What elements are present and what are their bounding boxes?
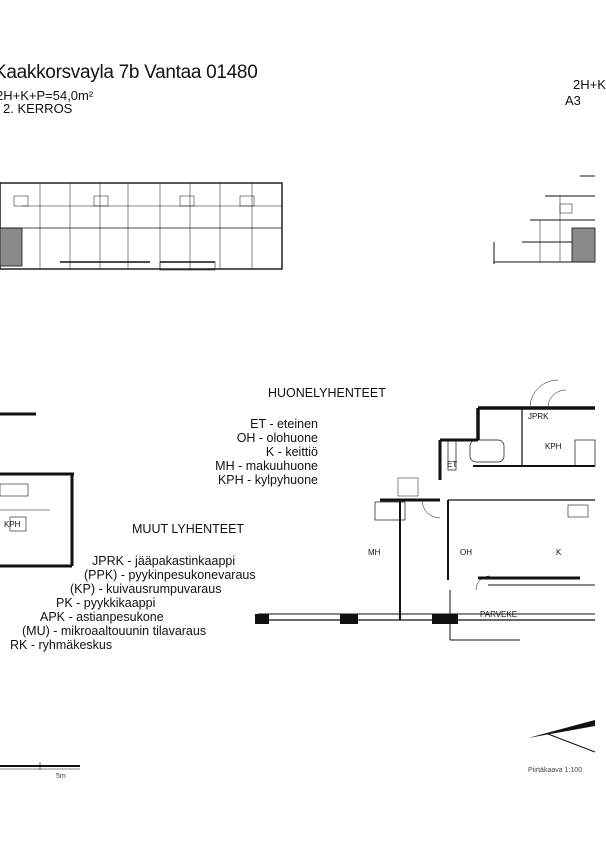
other-legend-item: PK - pyykkikaappi	[56, 596, 156, 610]
kph-label: KPH	[545, 442, 562, 451]
scale-unit: 5m	[56, 773, 66, 780]
room-legend-item: OH - olohuone	[236, 431, 318, 445]
other-legend: JPRK - jääpakastinkaappi (PPK) - pyykinp…	[0, 554, 270, 652]
mh-label: MH	[368, 548, 381, 557]
floor-label: 2. KERROS	[3, 101, 73, 116]
building-address: Kaakkorsvayla 7b Vantaa 01480	[0, 62, 258, 83]
k-label: K	[556, 548, 562, 557]
room-legend-item: MH - makuuhuone	[215, 459, 318, 473]
other-legend-title: MUUT LYHENTEET	[132, 522, 245, 536]
room-legend-item: K - keittiö	[265, 445, 318, 459]
room-legend-item: KPH - kylpyhuone	[217, 473, 318, 487]
other-legend-item: JPRK - jääpakastinkaappi	[92, 554, 236, 568]
oh-label: OH	[460, 548, 472, 557]
left-kph-label: KPH	[4, 520, 21, 529]
apartment-area: 2H+K+P=54,0m²	[0, 88, 94, 103]
other-legend-item: (KP) - kuivausrumpuvaraus	[70, 582, 222, 596]
scale-label: Piirtäkaava 1:100	[528, 767, 582, 774]
other-legend-item: APK - astianpesukone	[40, 610, 164, 624]
apartment-number: A3	[565, 93, 581, 108]
other-legend-item: (MU) - mikroaaltouunin tilavaraus	[22, 624, 207, 638]
room-legend: ET - eteinen OH - olohuone K - keittiö M…	[178, 417, 318, 487]
apartment-plan	[255, 379, 596, 753]
other-legend-item: RK - ryhmäkeskus	[10, 638, 113, 652]
building-overview-right	[493, 175, 596, 264]
other-legend-item: (PPK) - pyykinpesukonevaraus	[84, 568, 256, 582]
et-label: ET	[447, 460, 457, 469]
parveke-label: PARVEKE	[480, 610, 517, 619]
building-overview-left	[0, 182, 283, 271]
scale-bar	[0, 762, 80, 770]
room-legend-title: HUONELYHENTEET	[268, 386, 386, 400]
left-plan-fragment	[0, 412, 74, 568]
jprk-label: JPRK	[528, 412, 549, 421]
apartment-type: 2H+K	[573, 77, 606, 92]
room-legend-item: ET - eteinen	[250, 417, 318, 431]
